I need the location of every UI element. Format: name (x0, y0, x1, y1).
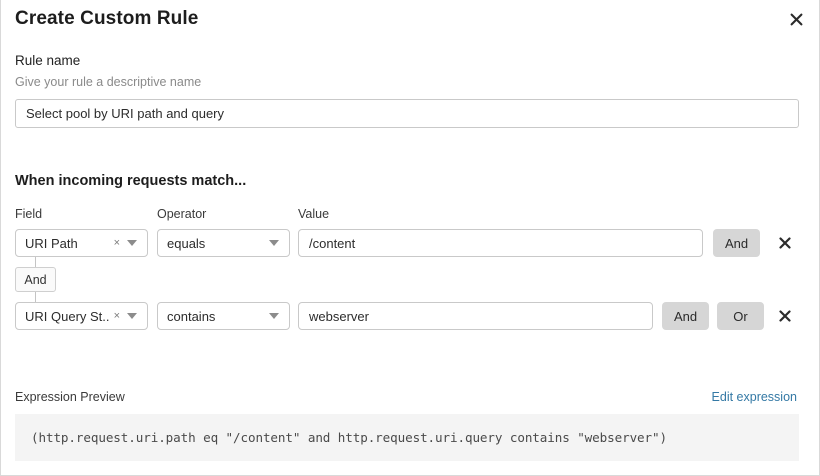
condition-row: URI Path × equals And (1, 229, 819, 257)
field-select-value-row-2: URI Query St... (25, 308, 109, 324)
column-header-value: Value (298, 207, 330, 221)
value-input-row-1[interactable] (298, 229, 703, 257)
value-input-row-2[interactable] (298, 302, 653, 330)
close-icon[interactable] (783, 6, 809, 32)
clear-icon-field-row-2[interactable]: × (113, 309, 120, 322)
column-header-operator: Operator (157, 207, 207, 221)
delete-condition-row-2[interactable] (776, 302, 794, 330)
rule-name-input[interactable] (15, 99, 799, 128)
expression-preview-label: Expression Preview (15, 390, 125, 404)
or-button-row-2[interactable]: Or (717, 302, 764, 330)
field-select-value-row-1: URI Path (25, 235, 78, 251)
operator-select-row-1[interactable]: equals (157, 229, 290, 257)
and-button-row-2[interactable]: And (662, 302, 709, 330)
clear-icon-field-row-1[interactable]: × (113, 236, 120, 249)
chevron-down-icon-operator-row-2 (269, 313, 279, 319)
operator-select-value-row-1: equals (167, 235, 206, 251)
chevron-down-icon-field-row-2 (127, 313, 137, 319)
column-header-field: Field (15, 207, 43, 221)
and-button-row-1[interactable]: And (713, 229, 760, 257)
rule-name-description: Give your rule a descriptive name (15, 75, 202, 89)
page-title: Create Custom Rule (15, 8, 199, 29)
chevron-down-icon-field-row-1 (127, 240, 137, 246)
connector-line-bottom (35, 292, 36, 302)
group-connector-and-badge[interactable]: And (15, 267, 56, 292)
expression-preview-text: (http.request.uri.path eq "/content" and… (31, 430, 667, 445)
operator-select-value-row-2: contains (167, 308, 216, 324)
field-select-row-2[interactable]: URI Query St... × (15, 302, 148, 330)
expression-preview-box: (http.request.uri.path eq "/content" and… (15, 414, 799, 461)
rule-name-label: Rule name (15, 53, 81, 68)
delete-condition-row-1[interactable] (776, 229, 794, 257)
operator-select-row-2[interactable]: contains (157, 302, 290, 330)
connector-line-top (35, 257, 36, 267)
chevron-down-icon-operator-row-1 (269, 240, 279, 246)
field-select-row-1[interactable]: URI Path × (15, 229, 148, 257)
condition-row: URI Query St... × contains And Or (1, 302, 819, 330)
edit-expression-link[interactable]: Edit expression (711, 390, 797, 404)
conditions-heading: When incoming requests match... (15, 173, 247, 189)
